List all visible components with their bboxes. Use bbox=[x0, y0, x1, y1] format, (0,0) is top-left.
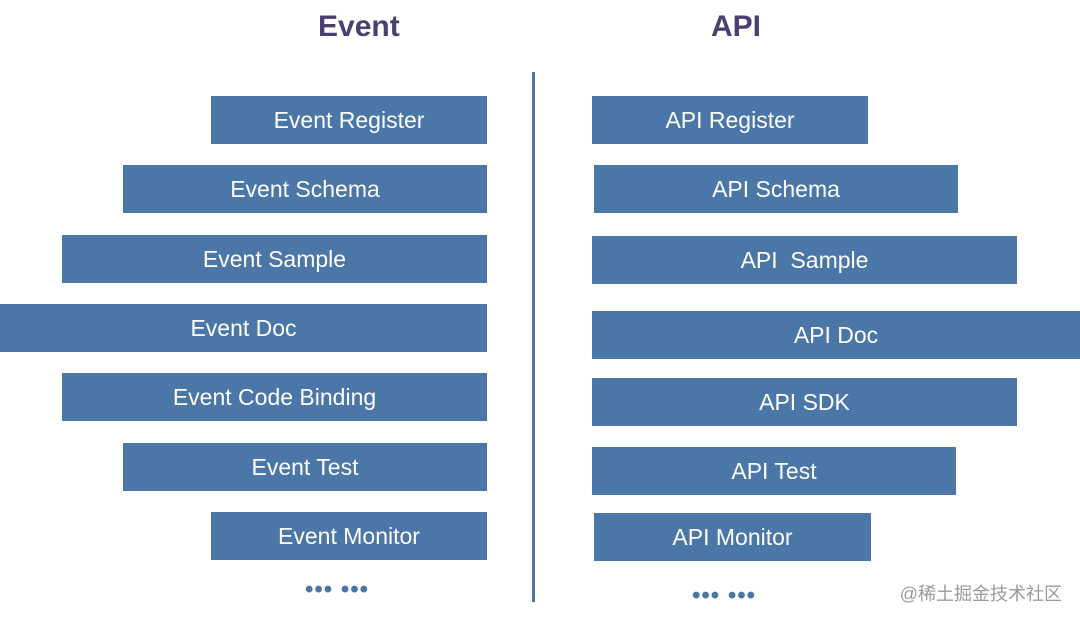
api-test-bar: API Test bbox=[592, 447, 956, 495]
api-schema-bar: API Schema bbox=[594, 165, 958, 213]
event-sample-bar: Event Sample bbox=[62, 235, 487, 283]
api-register-bar: API Register bbox=[592, 96, 868, 144]
api-heading: API bbox=[711, 10, 762, 43]
event-doc-bar: Event Doc bbox=[0, 304, 487, 352]
watermark-text: @稀土掘金技术社区 bbox=[899, 584, 1062, 604]
event-more-ellipsis: ••• ••• bbox=[305, 576, 370, 603]
event-monitor-bar: Event Monitor bbox=[211, 512, 487, 560]
api-monitor-bar: API Monitor bbox=[594, 513, 871, 561]
event-heading: Event bbox=[318, 10, 400, 43]
event-code-binding-bar: Event Code Binding bbox=[62, 373, 487, 421]
event-test-bar: Event Test bbox=[123, 443, 487, 491]
event-register-bar: Event Register bbox=[211, 96, 487, 144]
api-doc-bar: API Doc bbox=[592, 311, 1080, 359]
api-sdk-bar: API SDK bbox=[592, 378, 1017, 426]
api-sample-bar: API Sample bbox=[592, 236, 1017, 284]
center-divider bbox=[532, 72, 535, 602]
api-more-ellipsis: ••• ••• bbox=[692, 582, 757, 609]
event-schema-bar: Event Schema bbox=[123, 165, 487, 213]
